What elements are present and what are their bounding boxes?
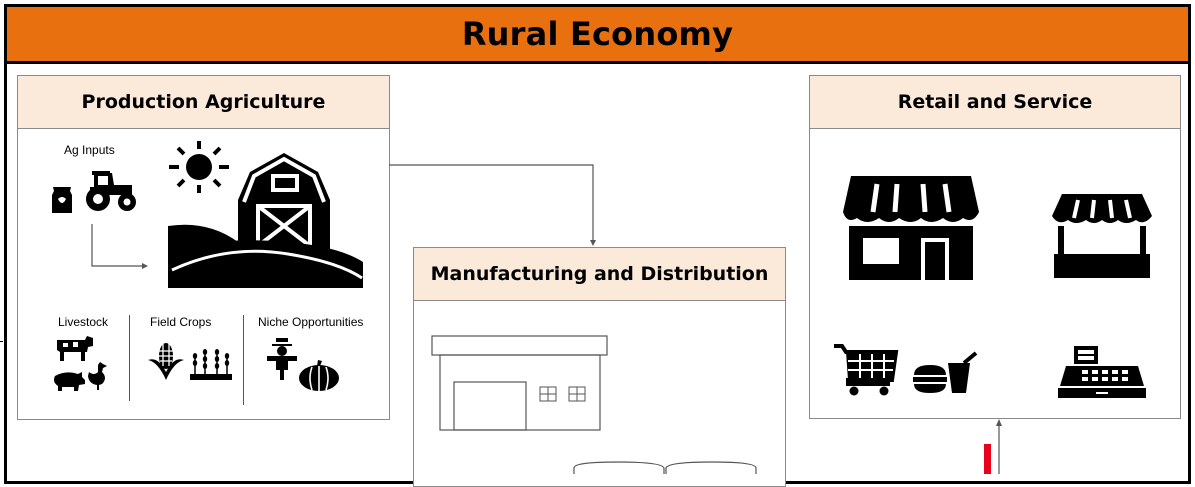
livestock-label: Livestock — [58, 315, 109, 329]
ag-inputs-arrow — [91, 224, 148, 269]
production-agriculture-header: Production Agriculture — [18, 76, 389, 129]
pumpkin-icon — [299, 360, 339, 391]
pig-icon — [54, 372, 85, 391]
production-to-manufacturing-arrow — [389, 164, 596, 246]
cash-register-icon — [1058, 346, 1146, 398]
category-divider-1 — [129, 315, 130, 401]
market-stall-icon — [1052, 194, 1152, 278]
cow-icon — [57, 336, 93, 361]
sun-icon — [169, 141, 229, 193]
corn-icon — [148, 343, 184, 380]
niche-opportunities-label: Niche Opportunities — [258, 315, 364, 329]
diagram-title: Rural Economy — [461, 15, 734, 53]
retail-service-title: Retail and Service — [897, 91, 1093, 113]
title-bar: Rural Economy — [4, 4, 1191, 64]
left-edge-tick — [0, 341, 3, 342]
feed-bag-icon — [52, 187, 72, 213]
wheat-icon — [190, 349, 232, 380]
scarecrow-icon — [267, 338, 297, 380]
storefront-icon — [843, 176, 979, 280]
tractor-icon — [86, 171, 136, 211]
barn-icon — [168, 153, 363, 288]
red-marker — [984, 444, 991, 474]
shopping-cart-icon — [834, 344, 899, 396]
into-retail-arrow — [996, 419, 1002, 474]
ag-inputs-label: Ag Inputs — [64, 143, 115, 157]
field-crops-label: Field Crops — [150, 315, 212, 329]
manufacturing-distribution-header: Manufacturing and Distribution — [414, 248, 785, 301]
chicken-icon — [88, 362, 107, 390]
retail-service-header: Retail and Service — [810, 76, 1180, 129]
storage-tanks-icon — [573, 461, 757, 474]
warehouse-icon — [431, 335, 608, 431]
production-agriculture-title: Production Agriculture — [81, 91, 326, 113]
category-divider-2 — [243, 315, 244, 405]
fast-food-icon — [913, 351, 978, 393]
manufacturing-distribution-title: Manufacturing and Distribution — [430, 263, 769, 285]
